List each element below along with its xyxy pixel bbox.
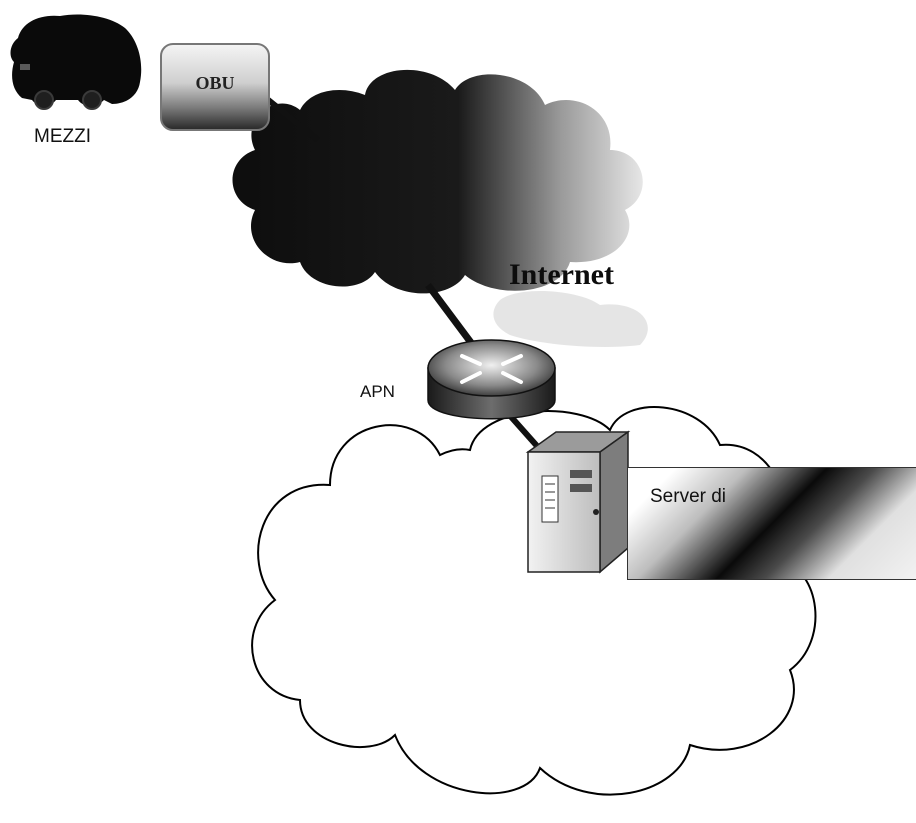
server-label: Server di	[650, 486, 727, 507]
server-tower-icon	[525, 430, 631, 574]
server-banner: Server di	[627, 467, 916, 580]
vehicle-icon	[10, 14, 142, 110]
obu-box: OBU	[160, 43, 270, 131]
apn-label: APN	[360, 382, 395, 401]
link-internet-apn	[425, 282, 478, 351]
internet-cloud	[232, 69, 643, 294]
router-icon	[427, 339, 556, 420]
mezzi-label: MEZZI	[34, 126, 91, 147]
internet-label: Internet	[509, 258, 614, 291]
internet-cloud-haze	[493, 290, 648, 347]
link-obu-internet	[260, 92, 320, 143]
obu-label: OBU	[195, 73, 235, 93]
